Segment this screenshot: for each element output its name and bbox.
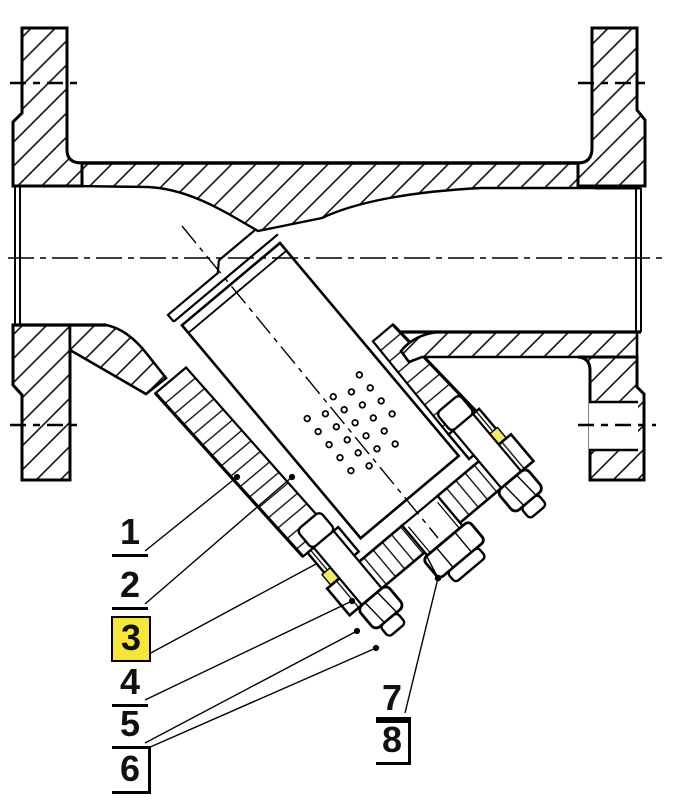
flange-face-lines [14, 186, 642, 332]
branch-centerline [181, 225, 439, 539]
callout-6: 6 [112, 746, 151, 794]
leader-3 [146, 563, 317, 656]
leader-5 [144, 630, 358, 744]
cover-bolt-upper [436, 395, 547, 519]
flange-top-right [576, 26, 647, 188]
leader-4 [144, 600, 353, 701]
callout-5: 5 [112, 704, 148, 749]
callout-3-highlighted: 3 [111, 616, 151, 662]
drain-plug [400, 494, 486, 583]
pipe-top-wall [68, 161, 597, 233]
flange-bottom-left [11, 323, 72, 482]
callout-2: 2 [112, 565, 148, 610]
callout-8: 8 [376, 717, 411, 765]
callout-leader-lines [144, 473, 442, 749]
centerlines [8, 81, 668, 539]
callout-7: 7 [376, 678, 408, 723]
pipe-body [11, 26, 647, 482]
callout-1: 1 [112, 512, 148, 557]
screen-perforation-holes [303, 371, 399, 475]
strainer-branch [153, 219, 547, 637]
cover-bolt-lower [297, 512, 406, 637]
leader-2 [144, 476, 293, 605]
strainer-screen [180, 241, 461, 541]
callout-4: 4 [112, 662, 148, 707]
body-branch-wedge-left [68, 323, 168, 396]
leader-6 [147, 647, 377, 749]
leader-1 [144, 476, 238, 552]
flange-top-left [11, 26, 84, 188]
screen-seat-ring [166, 219, 279, 323]
